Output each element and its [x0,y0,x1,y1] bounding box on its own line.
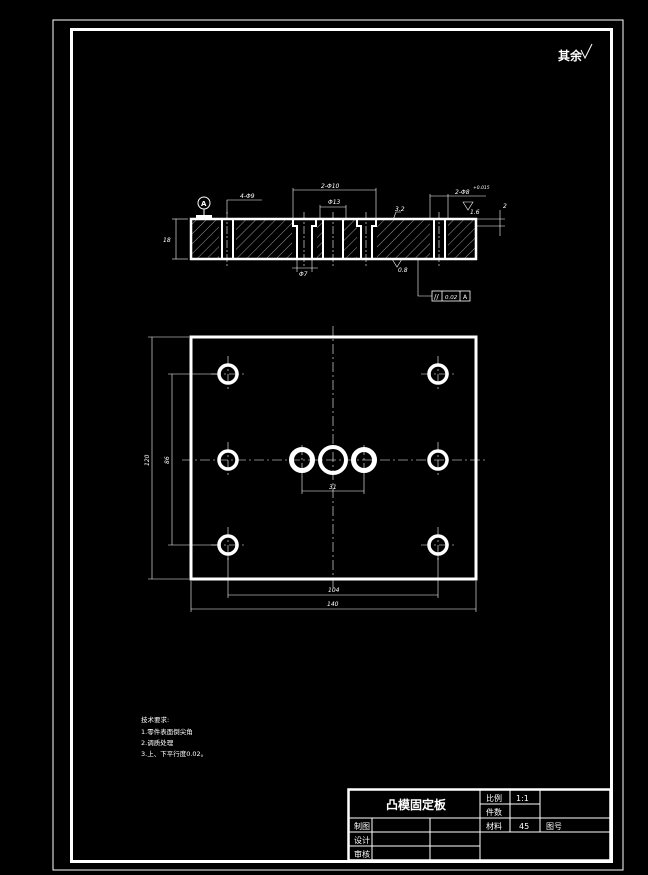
datum-triangle [196,215,212,219]
dia13-label: Φ13 [328,199,341,206]
dim-104: 104 [328,587,340,594]
tolerance-value: 0.02 [445,295,458,301]
datum-a-label: A [201,200,207,208]
tech-req-item: 1.零件表面倒尖角 [141,727,193,736]
drawing-frame [70,28,613,863]
material-value: 45 [519,822,529,831]
hole-mid-left [217,449,239,471]
depth-label: 2 [503,203,507,210]
designer-label: 设计 [354,835,370,845]
title-block-grid [348,789,610,860]
plate-outline [189,335,478,581]
parallelism-symbol-icon: // [434,293,439,301]
tech-req-title: 技术要求: [141,715,169,724]
dim-120: 120 [144,454,151,466]
tolerance-label: +0.015 [473,185,490,191]
drawing-no-label: 图号 [546,822,562,831]
holes-4-dia9-label: 4-Φ9 [240,193,255,200]
section-hatching [192,220,475,258]
mounting-holes [217,363,449,556]
dim-86: 86 [164,456,171,464]
technical-requirements: 技术要求: 1.零件表面倒尖角 2.调质处理 3.上、下平行度0.02。 [141,715,207,758]
tech-req-item: 3.上、下平行度0.02。 [141,749,207,758]
dim-31: 31 [329,484,337,491]
holes-2-dia10-label: 2-Φ10 [321,183,340,190]
scale-label: 比例 [486,793,502,803]
tolerance-datum: A [463,294,468,301]
punch-hole-center [318,445,348,475]
thickness-dim: 18 [163,237,171,244]
roughness-side-label: 1.6 [470,209,480,216]
reviewer-label: 审核 [354,849,370,859]
hole-bottom-right [427,534,449,556]
plan-view: 31 120 86 104 140 [144,326,486,612]
hole-top-left [217,363,239,385]
section-view: A 18 4-Φ9 2-Φ10 Φ13 Φ7 3.2 2-Φ8 [163,183,507,302]
title-block: 凸模固定板 比例 1:1 件数 材料 45 图号 制图 设计 审核 [347,788,612,862]
roughness-top-label: 3.2 [395,206,405,213]
dim-140: 140 [327,601,339,608]
general-roughness-note: 其余 [558,43,593,63]
section-holes [221,219,446,259]
roughness-symbol-icon [580,43,593,60]
horizontal-dims [190,555,477,612]
outer-border [52,19,624,871]
tech-req-item: 2.调质处理 [141,738,174,747]
dia7-label: Φ7 [299,271,308,278]
hole-mid-right [427,449,449,471]
hole-top-right [427,363,449,385]
tolerance-frame: // 0.02 A [431,290,471,302]
material-label: 材料 [486,821,502,831]
part-name: 凸模固定板 [386,797,447,812]
drafter-label: 制图 [354,821,370,831]
hole-bottom-left [217,534,239,556]
section-outline [189,217,478,261]
section-center-lines [226,212,440,268]
quantity-label: 件数 [486,807,502,817]
vertical-dims [148,336,218,580]
holes-2-dia8-label: 2-Φ8 [455,189,470,196]
roughness-bottom-label: 0.8 [398,267,408,274]
scale-value: 1:1 [516,794,529,803]
roughness-note-text: 其余 [558,48,583,63]
